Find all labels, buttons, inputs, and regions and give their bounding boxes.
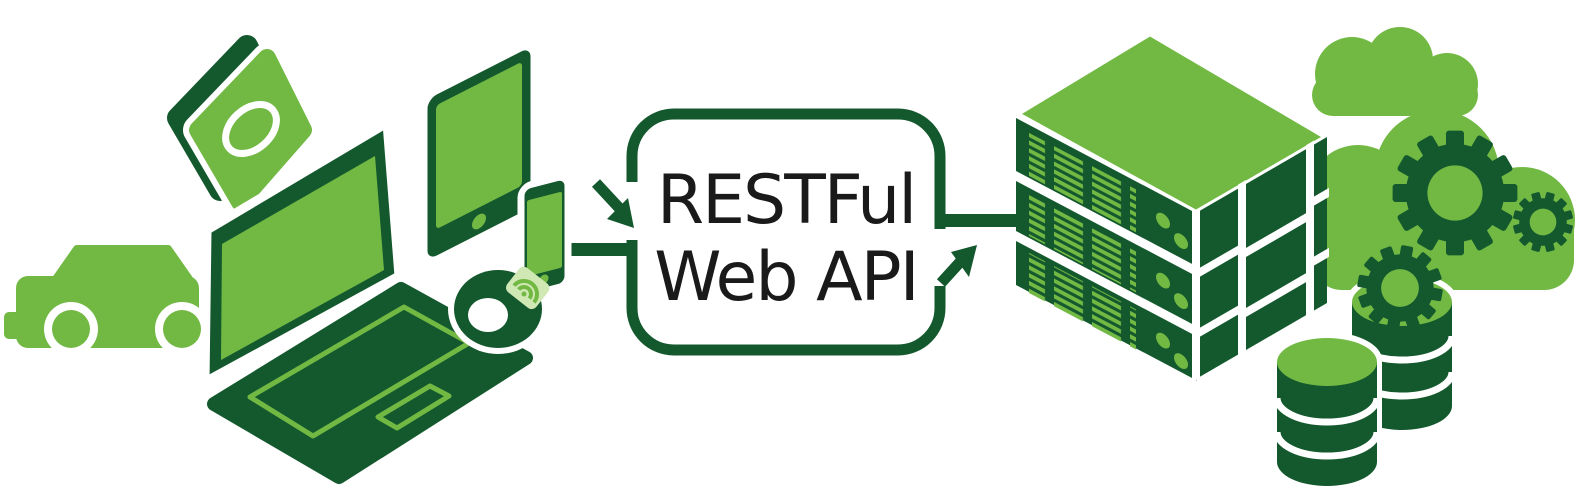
server-rack-icon [1013, 30, 1330, 381]
home-button-icon [472, 213, 486, 230]
smartwatch-icon [448, 264, 550, 354]
request-arrow [591, 179, 634, 228]
tablet-icon [418, 40, 540, 267]
trackpad-outline [375, 383, 452, 431]
speech-bubble: RESTFul Web API [591, 108, 977, 356]
server-connector-line [936, 214, 1026, 227]
wifi-signal-icon [512, 279, 539, 304]
app-tile-icon [167, 35, 318, 217]
camera-ring-icon [222, 101, 280, 157]
car-icon [4, 245, 209, 356]
database-stack-icon [1272, 332, 1382, 492]
server-led-lights [1156, 212, 1188, 370]
bubble-text-line1: RESTFul [657, 161, 915, 240]
response-arrow [936, 245, 977, 287]
laptop-icon [200, 118, 539, 490]
bubble-text-line2: Web API [654, 238, 917, 317]
cloud-icon [1312, 27, 1478, 116]
